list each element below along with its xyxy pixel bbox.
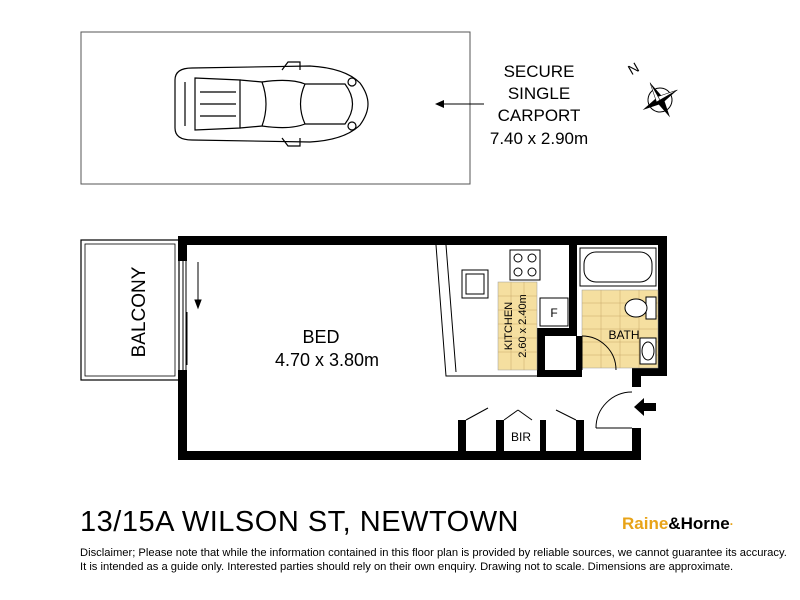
bath-door <box>581 335 617 371</box>
bath-label: BATH <box>608 328 639 342</box>
entry-door <box>595 391 633 429</box>
fridge <box>539 297 569 327</box>
bed-dims: 4.70 x 3.80m <box>275 350 379 370</box>
walls <box>178 236 667 460</box>
brand-logo: Raine&Horne. <box>622 514 733 534</box>
bed-label: BED <box>302 327 339 347</box>
balcony-label: BALCONY <box>129 266 150 357</box>
bathtub-icon <box>579 247 657 287</box>
bir-doors <box>465 407 577 421</box>
sliding-door <box>182 261 202 370</box>
basin-icon <box>639 337 657 365</box>
compass-rose-icon <box>642 82 678 118</box>
carport-line1: SECURE <box>504 62 575 81</box>
carport-area <box>80 31 471 185</box>
sink-icon <box>461 269 489 299</box>
bir-label: BIR <box>511 430 531 444</box>
toilet-icon <box>624 296 657 320</box>
disclaimer-line2: It is intended as a guide only. Interest… <box>80 561 734 573</box>
cooktop-icon <box>509 249 541 281</box>
property-address: 13/15A WILSON ST, NEWTOWN <box>80 506 520 538</box>
brand-part2: &Horne <box>668 514 730 533</box>
kitchen-bench <box>435 244 537 377</box>
carport-line3: CARPORT <box>498 106 581 125</box>
kitchen-dims: 2.60 x 2.40m <box>517 294 529 358</box>
carport-line2: SINGLE <box>508 84 570 103</box>
disclaimer: Disclaimer; Please note that while the i… <box>80 546 787 574</box>
brand-mark: . <box>729 514 734 528</box>
disclaimer-line1: Disclaimer; Please note that while the i… <box>80 547 787 559</box>
kitchen-label: KITCHEN <box>503 302 515 350</box>
carport-dims: 7.40 x 2.90m <box>490 129 588 148</box>
kitchen-tiles <box>497 281 538 371</box>
fridge-label: F <box>550 306 557 320</box>
brand-part1: Raine <box>622 514 669 533</box>
compass-north-label: N <box>625 59 642 78</box>
balcony-area <box>80 239 180 381</box>
car-icon <box>174 61 369 147</box>
carport-arrow-icon <box>435 100 484 108</box>
entry-arrow-icon <box>634 398 656 416</box>
